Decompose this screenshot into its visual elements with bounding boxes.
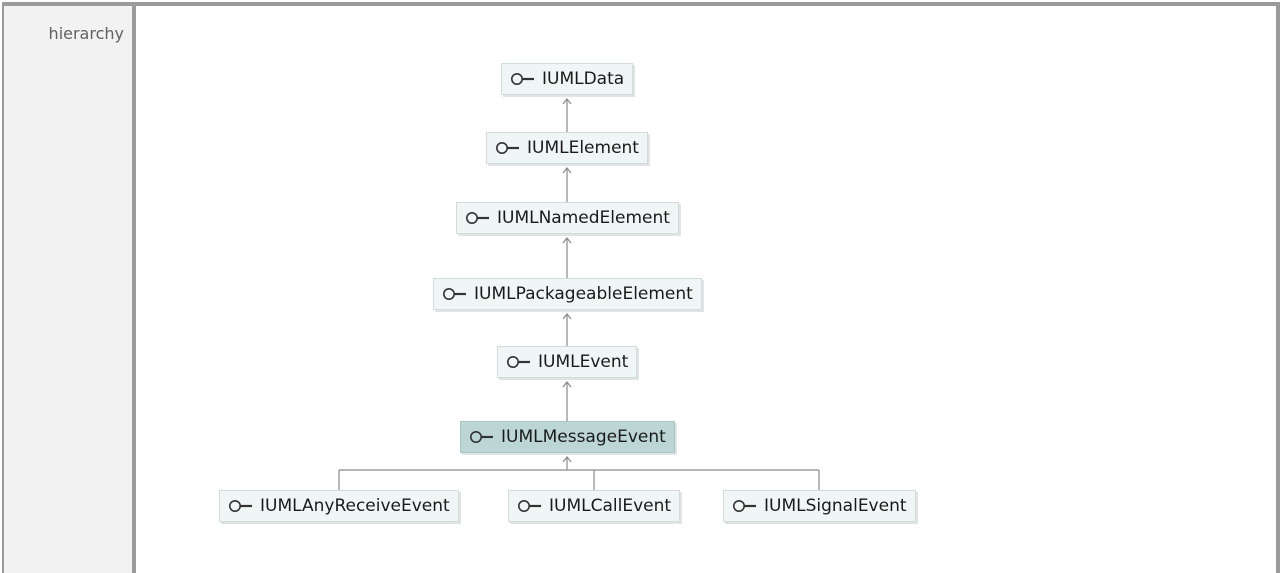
class-node-label: IUMLNamedElement: [497, 208, 670, 228]
interface-lollipop-icon: [732, 499, 760, 513]
class-node-label: IUMLData: [542, 69, 625, 89]
interface-lollipop-icon: [517, 499, 545, 513]
inheritance-arrowhead: [562, 456, 572, 463]
connector-layer: [338, 98, 820, 490]
interface-lollipop-icon: [442, 287, 470, 301]
class-node-label: IUMLMessageEvent: [501, 427, 666, 447]
interface-lollipop-icon: [506, 355, 534, 369]
cell-divider: [132, 6, 136, 573]
class-node-label: IUMLAnyReceiveEvent: [260, 496, 450, 516]
class-node-iumldata[interactable]: IUMLData: [501, 63, 634, 95]
inheritance-arrowhead: [562, 167, 572, 174]
class-node-label: IUMLSignalEvent: [764, 496, 907, 516]
class-node-iumlmessageevent[interactable]: IUMLMessageEvent: [460, 421, 675, 453]
class-node-iumlevent[interactable]: IUMLEvent: [497, 346, 638, 378]
class-node-iumlpackageableelement[interactable]: IUMLPackageableElement: [433, 278, 702, 310]
interface-lollipop-icon: [465, 211, 493, 225]
class-node-iumlanyreceiveevent[interactable]: IUMLAnyReceiveEvent: [219, 490, 459, 522]
row-label: hierarchy: [48, 24, 124, 43]
inheritance-arrowhead: [562, 237, 572, 244]
interface-lollipop-icon: [228, 499, 256, 513]
inheritance-arrowhead: [562, 381, 572, 388]
interface-lollipop-icon: [510, 72, 538, 86]
class-node-iumlsignalevent[interactable]: IUMLSignalEvent: [723, 490, 916, 522]
class-node-iumlelement[interactable]: IUMLElement: [486, 132, 648, 164]
interface-lollipop-icon: [469, 430, 497, 444]
inheritance-arrowhead: [562, 313, 572, 320]
class-node-label: IUMLCallEvent: [549, 496, 672, 516]
class-node-iumlcallevent[interactable]: IUMLCallEvent: [508, 490, 681, 522]
row-label-cell: hierarchy: [4, 6, 132, 573]
class-node-label: IUMLPackageableElement: [474, 284, 693, 304]
interface-lollipop-icon: [495, 141, 523, 155]
class-node-iumlnamedelement[interactable]: IUMLNamedElement: [456, 202, 679, 234]
inheritance-arrowhead: [562, 98, 572, 105]
class-node-label: IUMLEvent: [538, 352, 629, 372]
class-node-label: IUMLElement: [527, 138, 639, 158]
